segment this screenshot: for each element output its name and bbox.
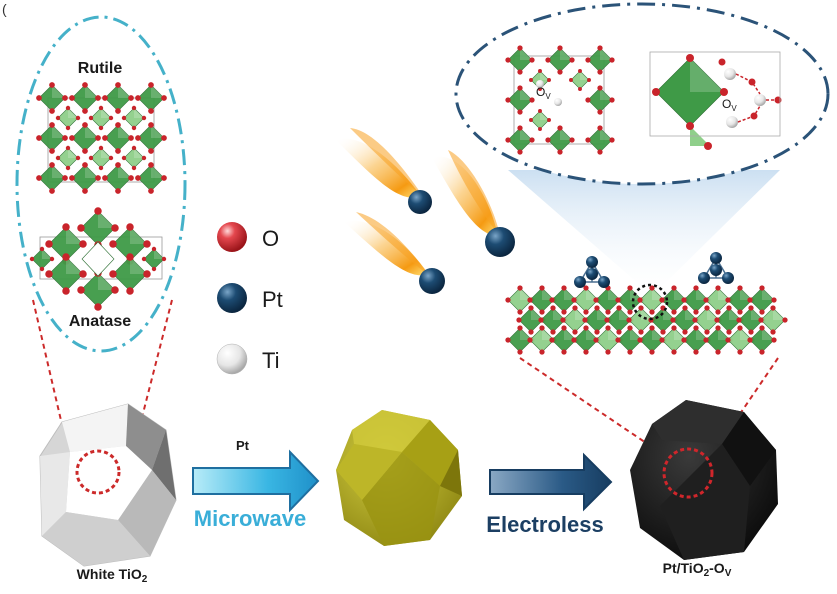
electroless-label: Electroless (486, 512, 603, 537)
crystal-phase-bubble (15, 15, 187, 353)
start-material-label: White TiO2 (77, 566, 148, 585)
pt-comet-1 (336, 128, 432, 214)
product-label: Pt/TiO2-OV (663, 560, 732, 579)
pt-clusters (574, 252, 734, 288)
rutile-label: Rutile (78, 60, 123, 77)
atom-legend: O Pt Ti (216, 222, 283, 375)
vacancy-label-left: OV (536, 85, 551, 101)
zoom-line-right-b (711, 357, 779, 456)
pt-loaded-tio2-particle (336, 410, 462, 546)
pt-comet-2 (432, 150, 515, 257)
pt-comet-3 (344, 212, 445, 294)
zoom-line-right-a (519, 357, 665, 456)
electroless-arrow (489, 452, 613, 512)
platinum-legend-label: Pt (262, 287, 283, 312)
oxygen-legend-sphere (217, 222, 247, 252)
microwave-label: Microwave (194, 506, 307, 531)
arrow1-reagent-label: Pt (236, 438, 250, 453)
oxygen-legend-label: O (262, 226, 279, 251)
zoom-beam (508, 170, 780, 292)
vacancy-site-marker (631, 283, 669, 321)
titanium-legend-sphere (216, 343, 248, 375)
anatase-label: Anatase (69, 313, 131, 330)
pt-comets (336, 128, 515, 294)
vacancy-structure-left (505, 45, 615, 155)
oxygen-vacancy-bubble (454, 2, 830, 186)
tio2-surface-slab (505, 285, 788, 355)
microwave-arrow (192, 449, 320, 513)
platinum-legend-sphere (217, 283, 247, 313)
panel-label: ( (2, 1, 7, 17)
pt-tio2-ov-particle (630, 400, 778, 560)
titanium-legend-label: Ti (262, 348, 280, 373)
vacancy-label-right: OV (722, 97, 737, 113)
white-tio2-particle (39, 403, 177, 567)
vacancy-structure-right (649, 51, 782, 150)
anatase-structure (29, 207, 167, 311)
rutile-structure (36, 82, 167, 194)
